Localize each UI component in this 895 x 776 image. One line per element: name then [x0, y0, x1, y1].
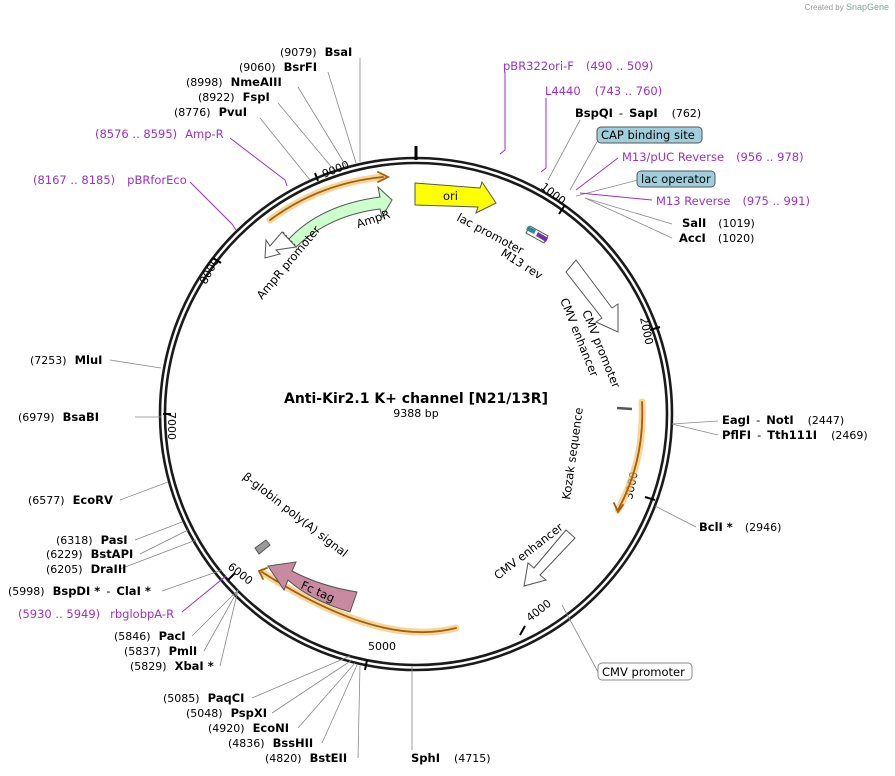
primer-pbr322ori-f: pBR322ori-F(490 .. 509) [503, 59, 653, 73]
primer-pbrforeco: (8167 .. 8185)pBRforEco [33, 173, 187, 187]
site-draiii: (6205)DraIII [46, 562, 126, 576]
site-bsshii: (4836)BssHII [228, 736, 313, 750]
site-acci: AccI(1020) [679, 231, 754, 245]
primer-m13-reverse: M13 Reverse(975 .. 991) [656, 194, 810, 208]
site-paci: (5846)PacI [114, 629, 186, 643]
site-econi: (4920)EcoNI [208, 721, 289, 735]
site-bspdi: (5998)BspDI *-ClaI * [8, 584, 151, 598]
snapgene-credit: Created by SnapGene [804, 2, 889, 12]
site-pasi: (6318)PasI [56, 533, 128, 547]
site-pflfi: PflFI-Tth111I(2469) [722, 428, 868, 442]
site-bsteii: (4820)BstEII [265, 751, 347, 765]
lac-operator-marker [526, 226, 536, 234]
sites-left: (9079)BsaI (9060)BsrFI (8998)NmeAIII (89… [8, 45, 491, 765]
site-pmli: (5837)PmlI [124, 644, 197, 658]
primer-m13-puc-reverse: M13/pUC Reverse(956 .. 978) [622, 150, 804, 164]
bglobin-feature[interactable] [254, 539, 271, 555]
leader-lines [109, 58, 719, 759]
site-bsrfi: (9060)BsrFI [239, 60, 317, 74]
site-xbai: (5829)XbaI * [130, 659, 214, 673]
plasmid-title: Anti-Kir2.1 K+ channel [N21/13R] [284, 391, 548, 407]
kozak-label: Kozak sequence [559, 407, 586, 501]
site-paqci: (5085)PaqCI [163, 691, 244, 705]
m13-rev-marker[interactable] [536, 232, 548, 242]
cmv-promoter-box [597, 662, 693, 681]
primer-amp-r: (8576 .. 8595)Amp-R [95, 127, 224, 141]
ampr-promoter-feature[interactable] [264, 231, 298, 259]
ampr-feature[interactable] [287, 185, 393, 248]
site-ecorv: (6577)EcoRV [28, 493, 113, 507]
lac-operator-box [636, 170, 716, 188]
boxed-features: CAP binding site lac operator CMV promot… [596, 126, 716, 681]
sites-right: BspQI-SapI(762) SalI(1019) AccI(1020) Ea… [575, 106, 868, 534]
tick-2000: 2000 [637, 316, 656, 346]
site-pspxi: (5048)PspXI [186, 706, 267, 720]
site-sphi: SphI(4715) [411, 751, 491, 765]
kozak-marker [616, 406, 633, 411]
site-pvui: (8776)PvuI [174, 105, 247, 119]
tick-8000: 8000 [197, 256, 222, 287]
site-nmeaiii: (8998)NmeAIII [186, 75, 282, 89]
snapgene-brand: SnapGene [845, 2, 889, 12]
orf-highlights [257, 171, 646, 636]
cmv-enhancer-2-feature[interactable] [523, 529, 576, 587]
ori-label: ori [443, 189, 458, 203]
cap-binding-site-label: CAP binding site [601, 128, 695, 142]
tick-marks [163, 172, 661, 671]
primer-l4440: L4440(743 .. 760) [545, 84, 662, 98]
lac-operator-label: lac operator [641, 172, 711, 186]
site-bcli: BclI *(2946) [699, 520, 781, 534]
site-mlui: (7253)MluI [30, 353, 102, 367]
cmv-promoter-box-label: CMV promoter [602, 665, 685, 679]
site-eagi: EagI-NotI(2447) [722, 413, 844, 427]
plasmid-length: 9388 bp [393, 407, 438, 420]
site-bsabi: (6979)BsaBI [18, 410, 99, 424]
lac-promoter-label: lac promoter [455, 210, 527, 257]
primer-leader-lines [181, 72, 653, 613]
cmv-enhancer-1-feature[interactable] [565, 259, 619, 333]
primer-rbglobpa-r: (5930 .. 5949)rbglobpA-R [18, 607, 174, 621]
orf-arrow-head [377, 171, 391, 183]
tick-5000: 5000 [368, 640, 396, 653]
site-bsai: (9079)BsaI [280, 45, 352, 59]
site-sali: SalI(1019) [682, 216, 755, 230]
site-fspi: (8922)FspI [198, 90, 270, 104]
site-bstapi: (6229)BstAPI [46, 547, 133, 561]
site-bspqi: BspQI-SapI(762) [575, 106, 701, 120]
primer-labels: pBR322ori-F(490 .. 509) L4440(743 .. 760… [18, 59, 810, 621]
ampr-promoter-label: AmpR promoter [254, 223, 324, 302]
cap-binding-site-box [596, 126, 703, 144]
tick-7000: 7000 [165, 412, 178, 440]
tick-4000: 4000 [524, 597, 554, 624]
ampr-dotted [282, 231, 297, 247]
ori-feature[interactable] [414, 180, 497, 214]
fc-tag-feature[interactable] [267, 561, 358, 613]
